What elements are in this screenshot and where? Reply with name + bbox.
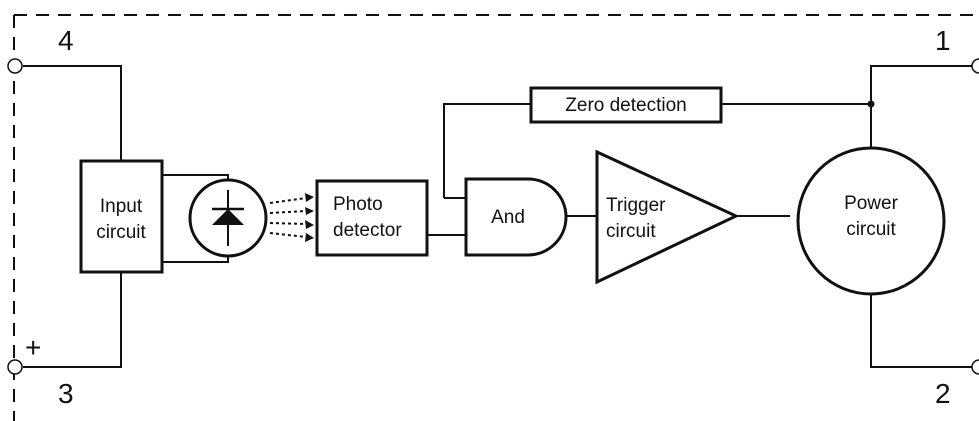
and-gate: And <box>464 177 568 257</box>
input-circuit-label-line1: Input <box>100 196 143 217</box>
junction-dot <box>867 100 875 108</box>
terminal-3-connector <box>7 359 23 375</box>
trigger-circuit-label-line1: Trigger <box>606 195 666 216</box>
input-circuit-block: Input circuit <box>79 159 164 274</box>
power-circuit-label-line1: Power <box>844 193 899 214</box>
terminal-1-label: 1 <box>935 25 951 56</box>
terminal-4-connector <box>7 58 23 74</box>
input-circuit-label-line2: circuit <box>96 222 146 243</box>
terminal-2-connector <box>971 359 979 375</box>
photo-detector-block: Photo detector <box>315 179 429 257</box>
photo-detector-label-line2: detector <box>333 220 402 241</box>
power-circuit-label-line2: circuit <box>846 219 896 240</box>
light-rays-icon <box>269 193 314 242</box>
terminal-2-label: 2 <box>935 378 951 409</box>
zero-detection-block: Zero detection <box>529 86 723 124</box>
trigger-circuit-label-line2: circuit <box>606 221 656 242</box>
power-circuit: Power circuit <box>796 146 946 296</box>
plus-sign-label: + <box>25 332 41 363</box>
terminal-4-label: 4 <box>58 25 74 56</box>
led-icon <box>188 178 268 258</box>
enclosure-border <box>13 14 979 421</box>
trigger-circuit: Trigger circuit <box>595 149 740 285</box>
and-gate-label: And <box>491 207 525 228</box>
terminal-1-connector <box>971 58 979 74</box>
zero-detection-label: Zero detection <box>565 95 686 116</box>
terminal-3-label: 3 <box>58 378 74 409</box>
photo-detector-label-line1: Photo <box>333 194 383 215</box>
